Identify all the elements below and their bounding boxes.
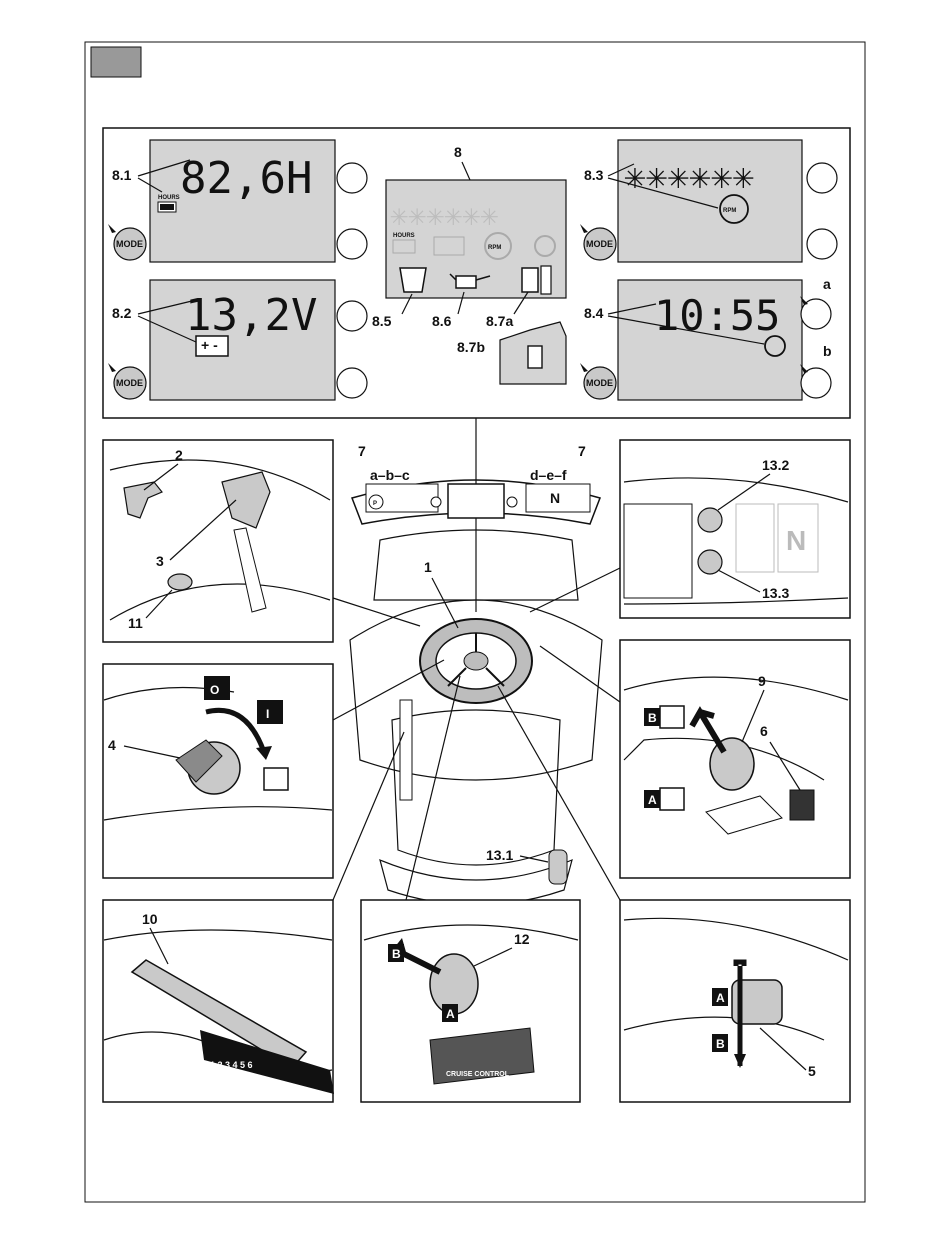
mode-button-label: MODE xyxy=(586,378,613,388)
label-a: a xyxy=(823,276,831,292)
label-8-1: 8.1 xyxy=(112,167,132,183)
label-7-left: 7 xyxy=(358,443,366,459)
lever-position-b: B xyxy=(648,711,657,725)
label-8-5: 8.5 xyxy=(372,313,392,329)
dashboard: 7 7 a–b–c d–e–f N P xyxy=(352,440,600,524)
label-8-7b: 8.7b xyxy=(457,339,485,355)
cruise-position-a: A xyxy=(446,1007,455,1021)
panel-ignition: O I 4 xyxy=(103,660,444,878)
display-clock: 10:55 a b MODE 8.4 xyxy=(580,276,832,400)
label-13-2: 13.2 xyxy=(762,457,789,473)
label-8-3: 8.3 xyxy=(584,167,604,183)
knob-13-1[interactable] xyxy=(549,850,567,884)
rocker-switch-6[interactable] xyxy=(790,790,814,820)
label-7-right: 7 xyxy=(578,443,586,459)
label-1: 1 xyxy=(424,559,432,575)
inset-neutral-symbol: N xyxy=(786,525,806,556)
page-corner-tag xyxy=(91,47,141,77)
label-3: 3 xyxy=(156,553,164,569)
label-8-6: 8.6 xyxy=(432,313,452,329)
label-8-7a: 8.7a xyxy=(486,313,513,329)
panel-cruise-control: B A CRUISE CONTROL 12 xyxy=(361,676,580,1102)
label-11: 11 xyxy=(128,615,143,631)
clock-readout: 10:55 xyxy=(654,291,780,340)
cruise-control-text: CRUISE CONTROL xyxy=(446,1071,510,1078)
label-10: 10 xyxy=(142,911,158,927)
dash-neutral-symbol: N xyxy=(550,490,560,506)
lever-position-a: A xyxy=(648,793,657,807)
label-8-2: 8.2 xyxy=(112,305,132,321)
label-13-3: 13.3 xyxy=(762,585,789,601)
center-segments: ✳✳✳✳✳✳ xyxy=(390,198,498,233)
label-abc: a–b–c xyxy=(370,467,410,483)
ignition-off-symbol: O xyxy=(210,683,219,697)
display-button[interactable] xyxy=(807,229,837,259)
cruise-position-b: B xyxy=(392,947,401,961)
label-b: b xyxy=(823,343,832,359)
button-11[interactable] xyxy=(168,574,192,590)
display-button[interactable] xyxy=(337,163,367,193)
fuel-pump-icon xyxy=(522,268,538,292)
pedal-position-b: B xyxy=(716,1037,725,1051)
label-9: 9 xyxy=(758,673,766,689)
tractor-overview: 13.1 1 xyxy=(350,518,602,905)
svg-text:+ -: + - xyxy=(201,337,218,353)
label-6: 6 xyxy=(760,723,768,739)
hours-readout: 82,6H xyxy=(180,153,312,204)
mode-button-label: MODE xyxy=(586,239,613,249)
display-button[interactable] xyxy=(337,368,367,398)
mode-button-label: MODE xyxy=(116,378,143,388)
ignition-on-symbol: I xyxy=(266,707,269,721)
switch-13-2[interactable] xyxy=(698,508,722,532)
display-button[interactable] xyxy=(807,163,837,193)
label-12: 12 xyxy=(514,931,530,947)
brake-scale-text: 1 2 3 4 5 6 xyxy=(210,1060,253,1070)
display-rpm: ✳✳✳✳✳✳ RPM MODE 8.3 xyxy=(580,140,837,262)
fuel-can-icon xyxy=(400,268,426,292)
label-2: 2 xyxy=(175,447,183,463)
hours-icon-label: HOURS xyxy=(158,195,180,201)
label-8: 8 xyxy=(454,144,462,160)
label-5: 5 xyxy=(808,1063,816,1079)
label-4: 4 xyxy=(108,737,116,753)
pedal-position-a: A xyxy=(716,991,725,1005)
display-button[interactable] xyxy=(337,229,367,259)
dash-display xyxy=(448,484,504,518)
label-13-1: 13.1 xyxy=(486,847,513,863)
label-8-4: 8.4 xyxy=(584,305,604,321)
rpm-segments: ✳✳✳✳✳✳ xyxy=(624,156,754,197)
center-rpm-label: RPM xyxy=(488,245,501,251)
lever-9[interactable] xyxy=(710,738,754,790)
voltage-readout: 13,2V xyxy=(185,290,317,341)
label-def: d–e–f xyxy=(530,467,567,483)
mode-button-label: MODE xyxy=(116,239,143,249)
panel-dash-switches: N 13.2 13.3 xyxy=(530,440,850,618)
center-hours-label: HOURS xyxy=(393,233,415,239)
display-button[interactable] xyxy=(337,301,367,331)
rpm-icon-label: RPM xyxy=(723,208,736,214)
dash-park-symbol: P xyxy=(373,501,377,507)
